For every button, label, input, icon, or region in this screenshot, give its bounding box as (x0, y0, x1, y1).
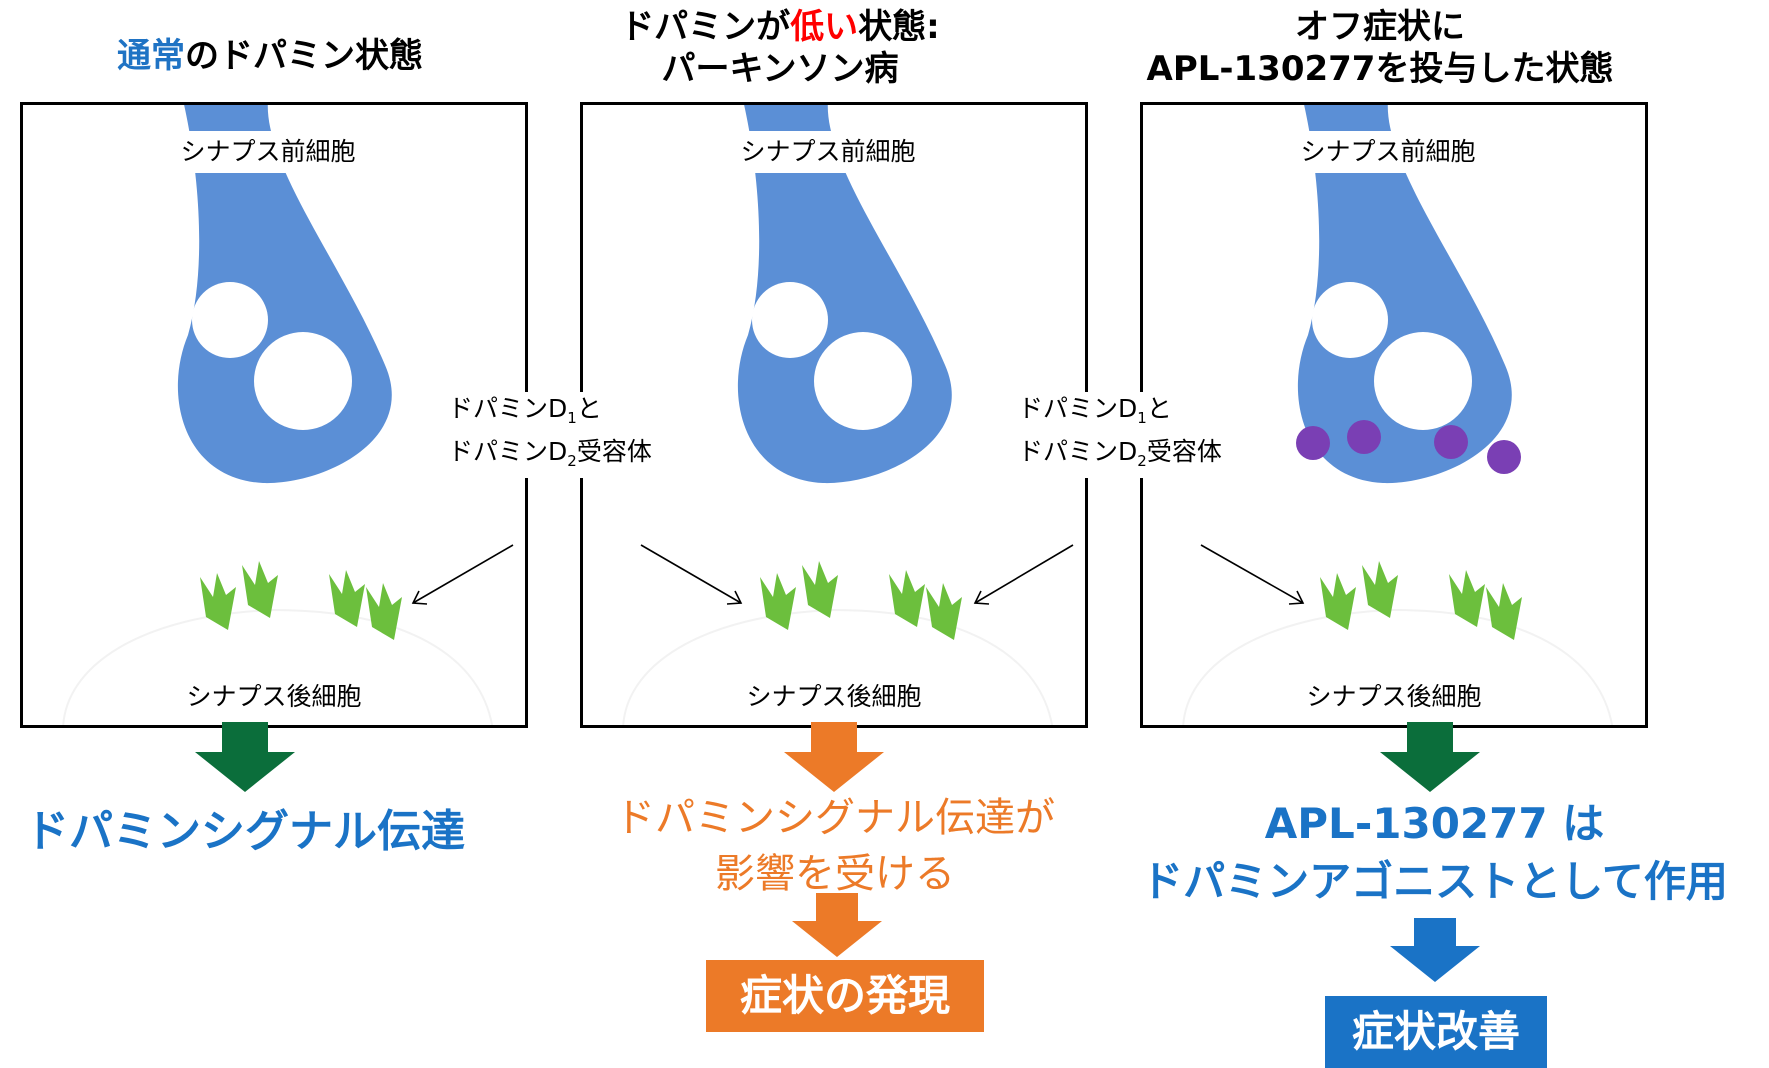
synapse-low-drawing (622, 105, 1074, 725)
box-symptom-onset: 症状の発現 (706, 960, 984, 1032)
receptor (1362, 561, 1398, 618)
receptor-group (1320, 561, 1522, 640)
title-low-line2: パーキンソン病 (661, 49, 899, 89)
panel-apl: シナプス前細胞 シナプス後細胞 (1140, 102, 1648, 728)
apl-molecule (1296, 426, 1330, 460)
vesicle (254, 332, 352, 430)
postsynaptic-label: シナプス後細胞 (746, 682, 922, 711)
down-arrow-apl-2 (1390, 918, 1480, 982)
result-normal: ドパミンシグナル伝達 (25, 806, 465, 857)
title-normal-rest: のドパミン状態 (185, 36, 423, 76)
receptor (242, 561, 278, 618)
vesicle (1374, 332, 1472, 430)
postsynaptic-label: シナプス後細胞 (1306, 682, 1482, 711)
title-apl-line1: オフ症状に (1295, 7, 1465, 47)
receptor-group (200, 561, 402, 640)
receptor (200, 573, 236, 630)
postsynaptic-cell-outline (1182, 608, 1613, 725)
postsynaptic-cell-outline (62, 608, 493, 725)
postsynaptic-cell-outline (622, 608, 1053, 725)
result-apl: APL-130277 は ドパミンアゴニストとして作用 (1100, 795, 1769, 911)
receptor (760, 573, 796, 630)
receptor (926, 583, 962, 640)
result-low: ドパミンシグナル伝達が 影響を受ける (585, 790, 1085, 902)
result-low-line1: ドパミンシグナル伝達が (615, 795, 1055, 841)
presynaptic-label: シナプス前細胞 (1288, 131, 1488, 173)
receptor (802, 561, 838, 618)
panel-normal: シナプス前細胞 シナプス後細胞 (20, 102, 528, 728)
receptor (1486, 583, 1522, 640)
down-arrow-low-2 (792, 893, 882, 957)
receptor-group (760, 561, 962, 640)
title-apl: オフ症状に APL-130277を投与した状態 (1100, 6, 1660, 90)
receptor (1449, 570, 1485, 627)
title-low-accent: 低い (790, 7, 859, 47)
title-normal-accent: 通常 (117, 36, 185, 76)
presynaptic-label: シナプス前細胞 (168, 131, 368, 173)
receptor-pointer-arrow (411, 544, 514, 605)
receptor-pointer-arrow (640, 544, 743, 605)
title-low-suffix: 状態: (858, 7, 940, 47)
result-apl-line2: ドパミンアゴニストとして作用 (1141, 857, 1728, 906)
panel-low-dopamine: シナプス前細胞 シナプス後細胞 (580, 102, 1088, 728)
vesicle (192, 282, 268, 358)
apl-molecule (1347, 420, 1381, 454)
vesicle (752, 282, 828, 358)
receptor (329, 570, 365, 627)
receptor (366, 583, 402, 640)
postsynaptic-label: シナプス後細胞 (186, 682, 362, 711)
title-normal: 通常のドパミン状態 (60, 35, 480, 77)
apl-molecule (1434, 425, 1468, 459)
title-low-dopamine: ドパミンが低い状態: パーキンソン病 (560, 6, 1000, 90)
receptor-label-right: ドパミンD1と ドパミンD2受容体 (1018, 392, 1222, 478)
vesicle (814, 332, 912, 430)
box-symptom-improvement: 症状改善 (1325, 996, 1547, 1068)
synapse-apl-drawing (1182, 105, 1613, 725)
result-low-line2: 影響を受ける (715, 851, 955, 897)
down-arrow-normal (195, 722, 295, 792)
apl-molecules (1296, 420, 1521, 474)
apl-molecule (1487, 440, 1521, 474)
receptor-pointer-arrow (973, 544, 1074, 605)
receptor-pointer-arrow (1200, 544, 1305, 605)
vesicle (1312, 282, 1388, 358)
synapse-normal-drawing (62, 105, 514, 725)
down-arrow-apl (1380, 722, 1480, 792)
result-apl-line1: APL-130277 は (1264, 799, 1605, 848)
receptor-label-left: ドパミンD1と ドパミンD2受容体 (448, 392, 652, 478)
presynaptic-label: シナプス前細胞 (728, 131, 928, 173)
title-apl-line2: APL-130277を投与した状態 (1146, 49, 1614, 89)
down-arrow-low (784, 722, 884, 792)
title-low-line1: ドパミンが低い状態: (560, 6, 1000, 48)
receptor (1320, 573, 1356, 630)
title-low-prefix: ドパミンが (620, 7, 791, 47)
receptor (889, 570, 925, 627)
